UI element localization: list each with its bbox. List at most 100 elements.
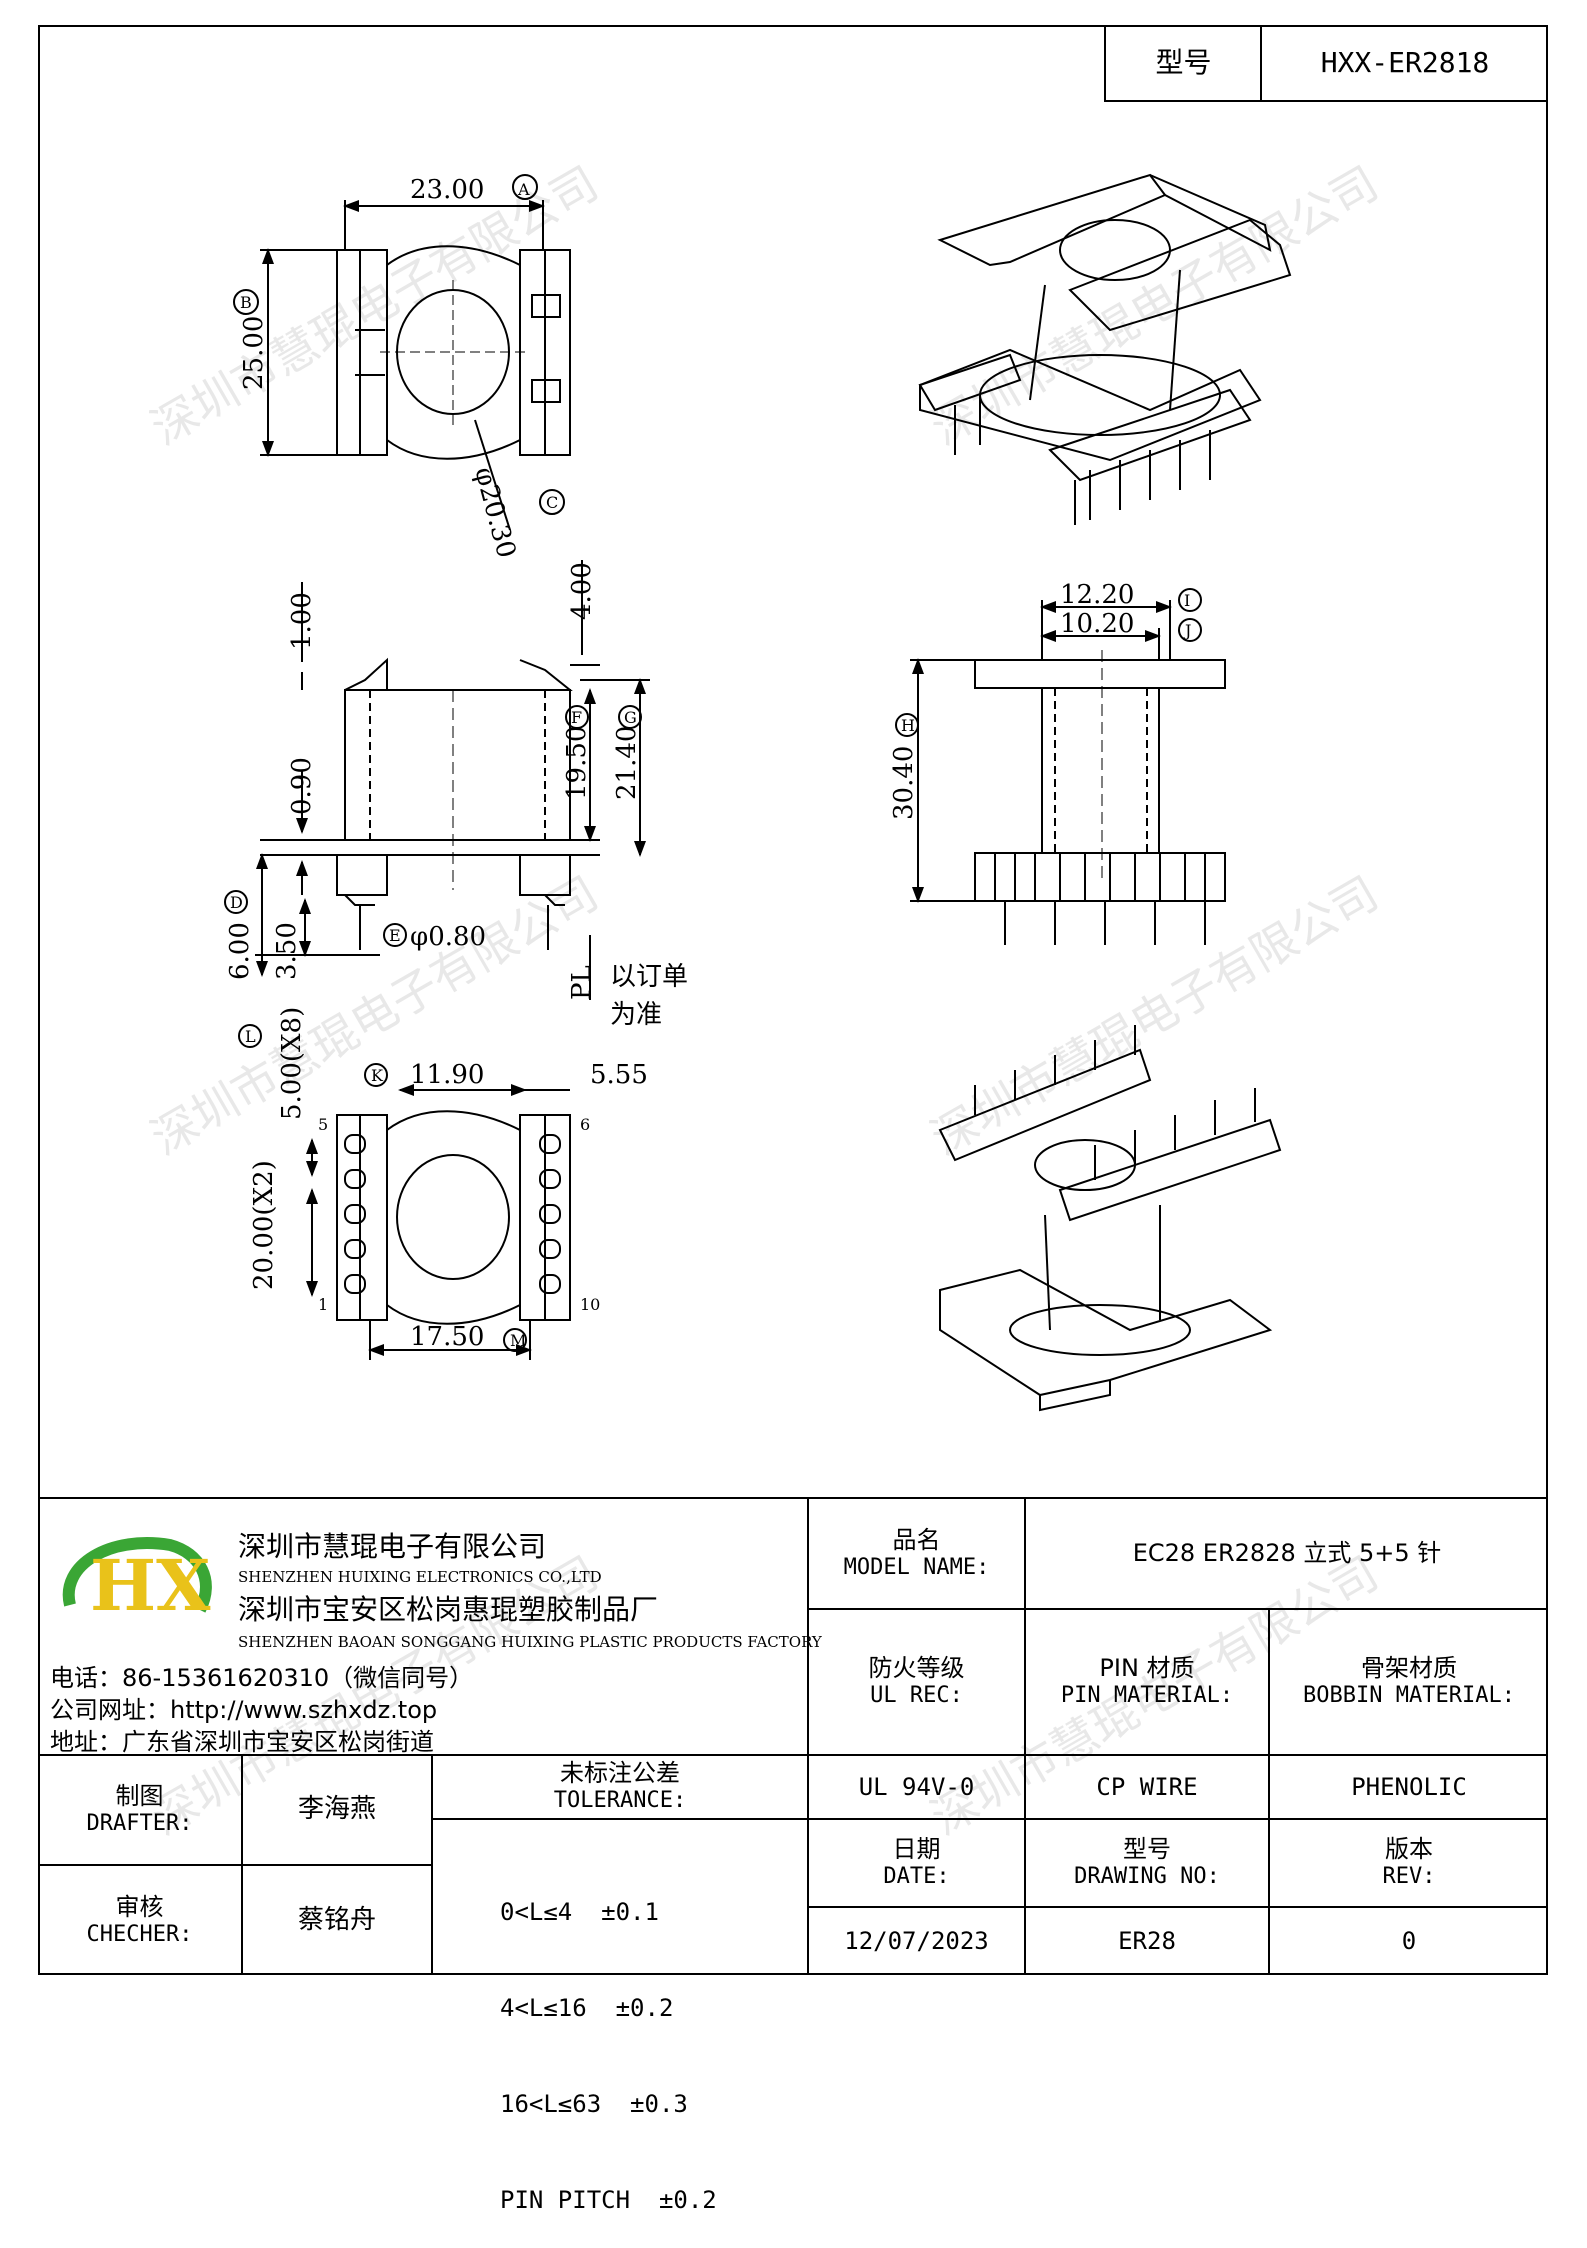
bottom-view	[238, 1024, 571, 1360]
tolerance-label-en: TOLERANCE:	[553, 1788, 687, 1814]
model-name-label-cell: 品名 MODEL NAME:	[809, 1499, 1024, 1608]
model-name-label-en: MODEL NAME:	[843, 1554, 990, 1580]
bobbin-material-value: PHENOLIC	[1351, 1772, 1467, 1801]
checker-label-cn: 审核	[115, 1892, 164, 1921]
tag-L: L	[245, 1027, 256, 1046]
tag-J: J	[1183, 621, 1191, 640]
logo-text: HX	[90, 1544, 211, 1627]
tag-E: E	[389, 926, 401, 945]
pin-material-label-cn: PIN 材质	[1099, 1654, 1195, 1683]
front-view	[895, 588, 1226, 945]
rev-label-cn: 版本	[1385, 1835, 1433, 1864]
drawing-no-value-cell: ER28	[1026, 1908, 1268, 1975]
dim-1220: 12.20	[1060, 580, 1134, 610]
dim-2140: 21.40	[612, 726, 642, 800]
isometric-view-top	[918, 173, 1292, 525]
factory-name-cn: 深圳市宝安区松岗惠琨塑胶制品厂	[238, 1593, 659, 1626]
ul-value-cell: UL 94V-0	[809, 1756, 1024, 1818]
company-name-cn: 深圳市慧琨电子有限公司	[238, 1530, 547, 1563]
rev-label-en: REV:	[1382, 1864, 1436, 1890]
tolerance-label-cn: 未标注公差	[560, 1759, 680, 1788]
tag-F: F	[571, 708, 582, 727]
drawing-no-label-cn: 型号	[1123, 1835, 1171, 1864]
date-label-cn: 日期	[892, 1835, 941, 1864]
dim-1020: 10.20	[1060, 609, 1134, 639]
model-name-value: EC28 ER2828 立式 5+5 针	[1132, 1539, 1442, 1568]
rev-value: 0	[1401, 1927, 1417, 1956]
bobbin-material-label-en: BOBBIN MATERIAL:	[1303, 1683, 1515, 1709]
date-label-en: DATE:	[883, 1864, 950, 1890]
dim-25: 25.00	[239, 316, 269, 390]
checker-value-cell: 蔡铭舟	[243, 1866, 431, 1975]
tolerance-label-cell: 未标注公差 TOLERANCE:	[433, 1756, 807, 1818]
drafter-value-cell: 李海燕	[243, 1756, 431, 1864]
ul-value: UL 94V-0	[858, 1772, 975, 1801]
company-address: 地址：广东省深圳市宝安区松岗街道	[50, 1728, 434, 1756]
header-model-value: HXX-ER2818	[1320, 45, 1490, 79]
tolerance-row-2: 4<L≤16 ±0.2	[500, 1994, 674, 2022]
date-value-cell: 12/07/2023	[809, 1908, 1024, 1975]
pin-material-value: CP WIRE	[1096, 1772, 1198, 1801]
tag-H: H	[901, 716, 915, 735]
dim-350: 3.50	[272, 922, 302, 980]
tolerance-row-4: PIN PITCH ±0.2	[500, 2186, 717, 2214]
dim-400: 4.00	[567, 562, 597, 620]
note-order-1: 以订单	[610, 962, 688, 992]
tag-A: A	[517, 180, 530, 199]
date-value: 12/07/2023	[844, 1927, 989, 1956]
dim-23: 23.00	[410, 175, 484, 205]
checker-label-cell: 审核 CHECHER:	[38, 1866, 241, 1975]
top-view	[233, 174, 571, 531]
dim-1750: 17.50	[410, 1322, 484, 1352]
company-logo: HX	[50, 1525, 220, 1635]
tag-C: C	[546, 493, 558, 512]
dim-100: 1.00	[287, 592, 317, 650]
tolerance-row-1: 0<L≤4 ±0.1	[500, 1898, 659, 1926]
note-order-2: 为准	[610, 1000, 662, 1030]
company-website: 公司网址：http://www.szhxdz.top	[50, 1696, 438, 1724]
tolerance-values: 0<L≤4 ±0.1 4<L≤16 ±0.2 16<L≤63 ±0.3 PIN …	[500, 1832, 717, 2248]
factory-name-en: SHENZHEN BAOAN SONGGANG HUIXING PLASTIC …	[238, 1633, 822, 1651]
tolerance-row-3: 16<L≤63 ±0.3	[500, 2090, 688, 2118]
tag-G: G	[624, 708, 637, 727]
checker-label-en: CHECHER:	[86, 1921, 193, 1947]
drafter-label-cell: 制图 DRAFTER:	[38, 1756, 241, 1864]
company-name-en: SHENZHEN HUIXING ELECTRONICS CO.,LTD	[238, 1568, 602, 1586]
tag-M: M	[510, 1331, 526, 1350]
dim-600: 6.00	[225, 922, 255, 980]
pin-label-10: 10	[580, 1295, 600, 1314]
header-model-label-cell: 型号	[1104, 25, 1261, 102]
pin-material-value-cell: CP WIRE	[1026, 1756, 1268, 1818]
isometric-view-bottom	[938, 1025, 1282, 1412]
pin-material-label-en: PIN MATERIAL:	[1060, 1683, 1234, 1709]
dim-3040: 30.40	[889, 746, 919, 820]
dim-500x8: 5.00(X8)	[277, 1007, 307, 1120]
company-phone: 电话：86-15361620310（微信同号）	[50, 1664, 474, 1692]
pin-label-5: 5	[318, 1115, 328, 1134]
dim-090: 0.90	[287, 757, 317, 815]
ul-label-cn: 防火等级	[868, 1654, 965, 1683]
drawing-no-value: ER28	[1118, 1927, 1176, 1956]
header-model-value-cell: HXX-ER2818	[1260, 25, 1548, 102]
drawing-frame	[38, 25, 1548, 1975]
dim-1950: 19.50	[562, 726, 592, 800]
side-view	[224, 560, 650, 1000]
drawing-no-label-en: DRAWING NO:	[1074, 1864, 1220, 1890]
header-model-label: 型号	[1155, 45, 1212, 79]
tag-K: K	[371, 1066, 384, 1085]
bobbin-material-label-cell: 骨架材质 BOBBIN MATERIAL:	[1270, 1610, 1548, 1754]
pin-material-label-cell: PIN 材质 PIN MATERIAL:	[1026, 1610, 1268, 1754]
model-name-value-cell: EC28 ER2828 立式 5+5 针	[1026, 1499, 1548, 1608]
drafter-value: 李海燕	[297, 1794, 376, 1825]
bobbin-material-label-cn: 骨架材质	[1361, 1654, 1457, 1683]
pin-label-1: 1	[318, 1295, 328, 1314]
dim-555: 5.55	[590, 1060, 648, 1090]
drafter-label-cn: 制图	[115, 1782, 164, 1811]
tag-B: B	[240, 293, 252, 312]
technical-drawing: 23.00 A 25.00 B φ20.30 C 1.00 4.00 0.90 …	[224, 173, 1292, 1412]
rev-value-cell: 0	[1270, 1908, 1548, 1975]
model-name-label-cn: 品名	[892, 1525, 941, 1554]
drafter-label-en: DRAFTER:	[86, 1811, 193, 1837]
drawing-no-label-cell: 型号 DRAWING NO:	[1026, 1820, 1268, 1906]
date-label-cell: 日期 DATE:	[809, 1820, 1024, 1906]
